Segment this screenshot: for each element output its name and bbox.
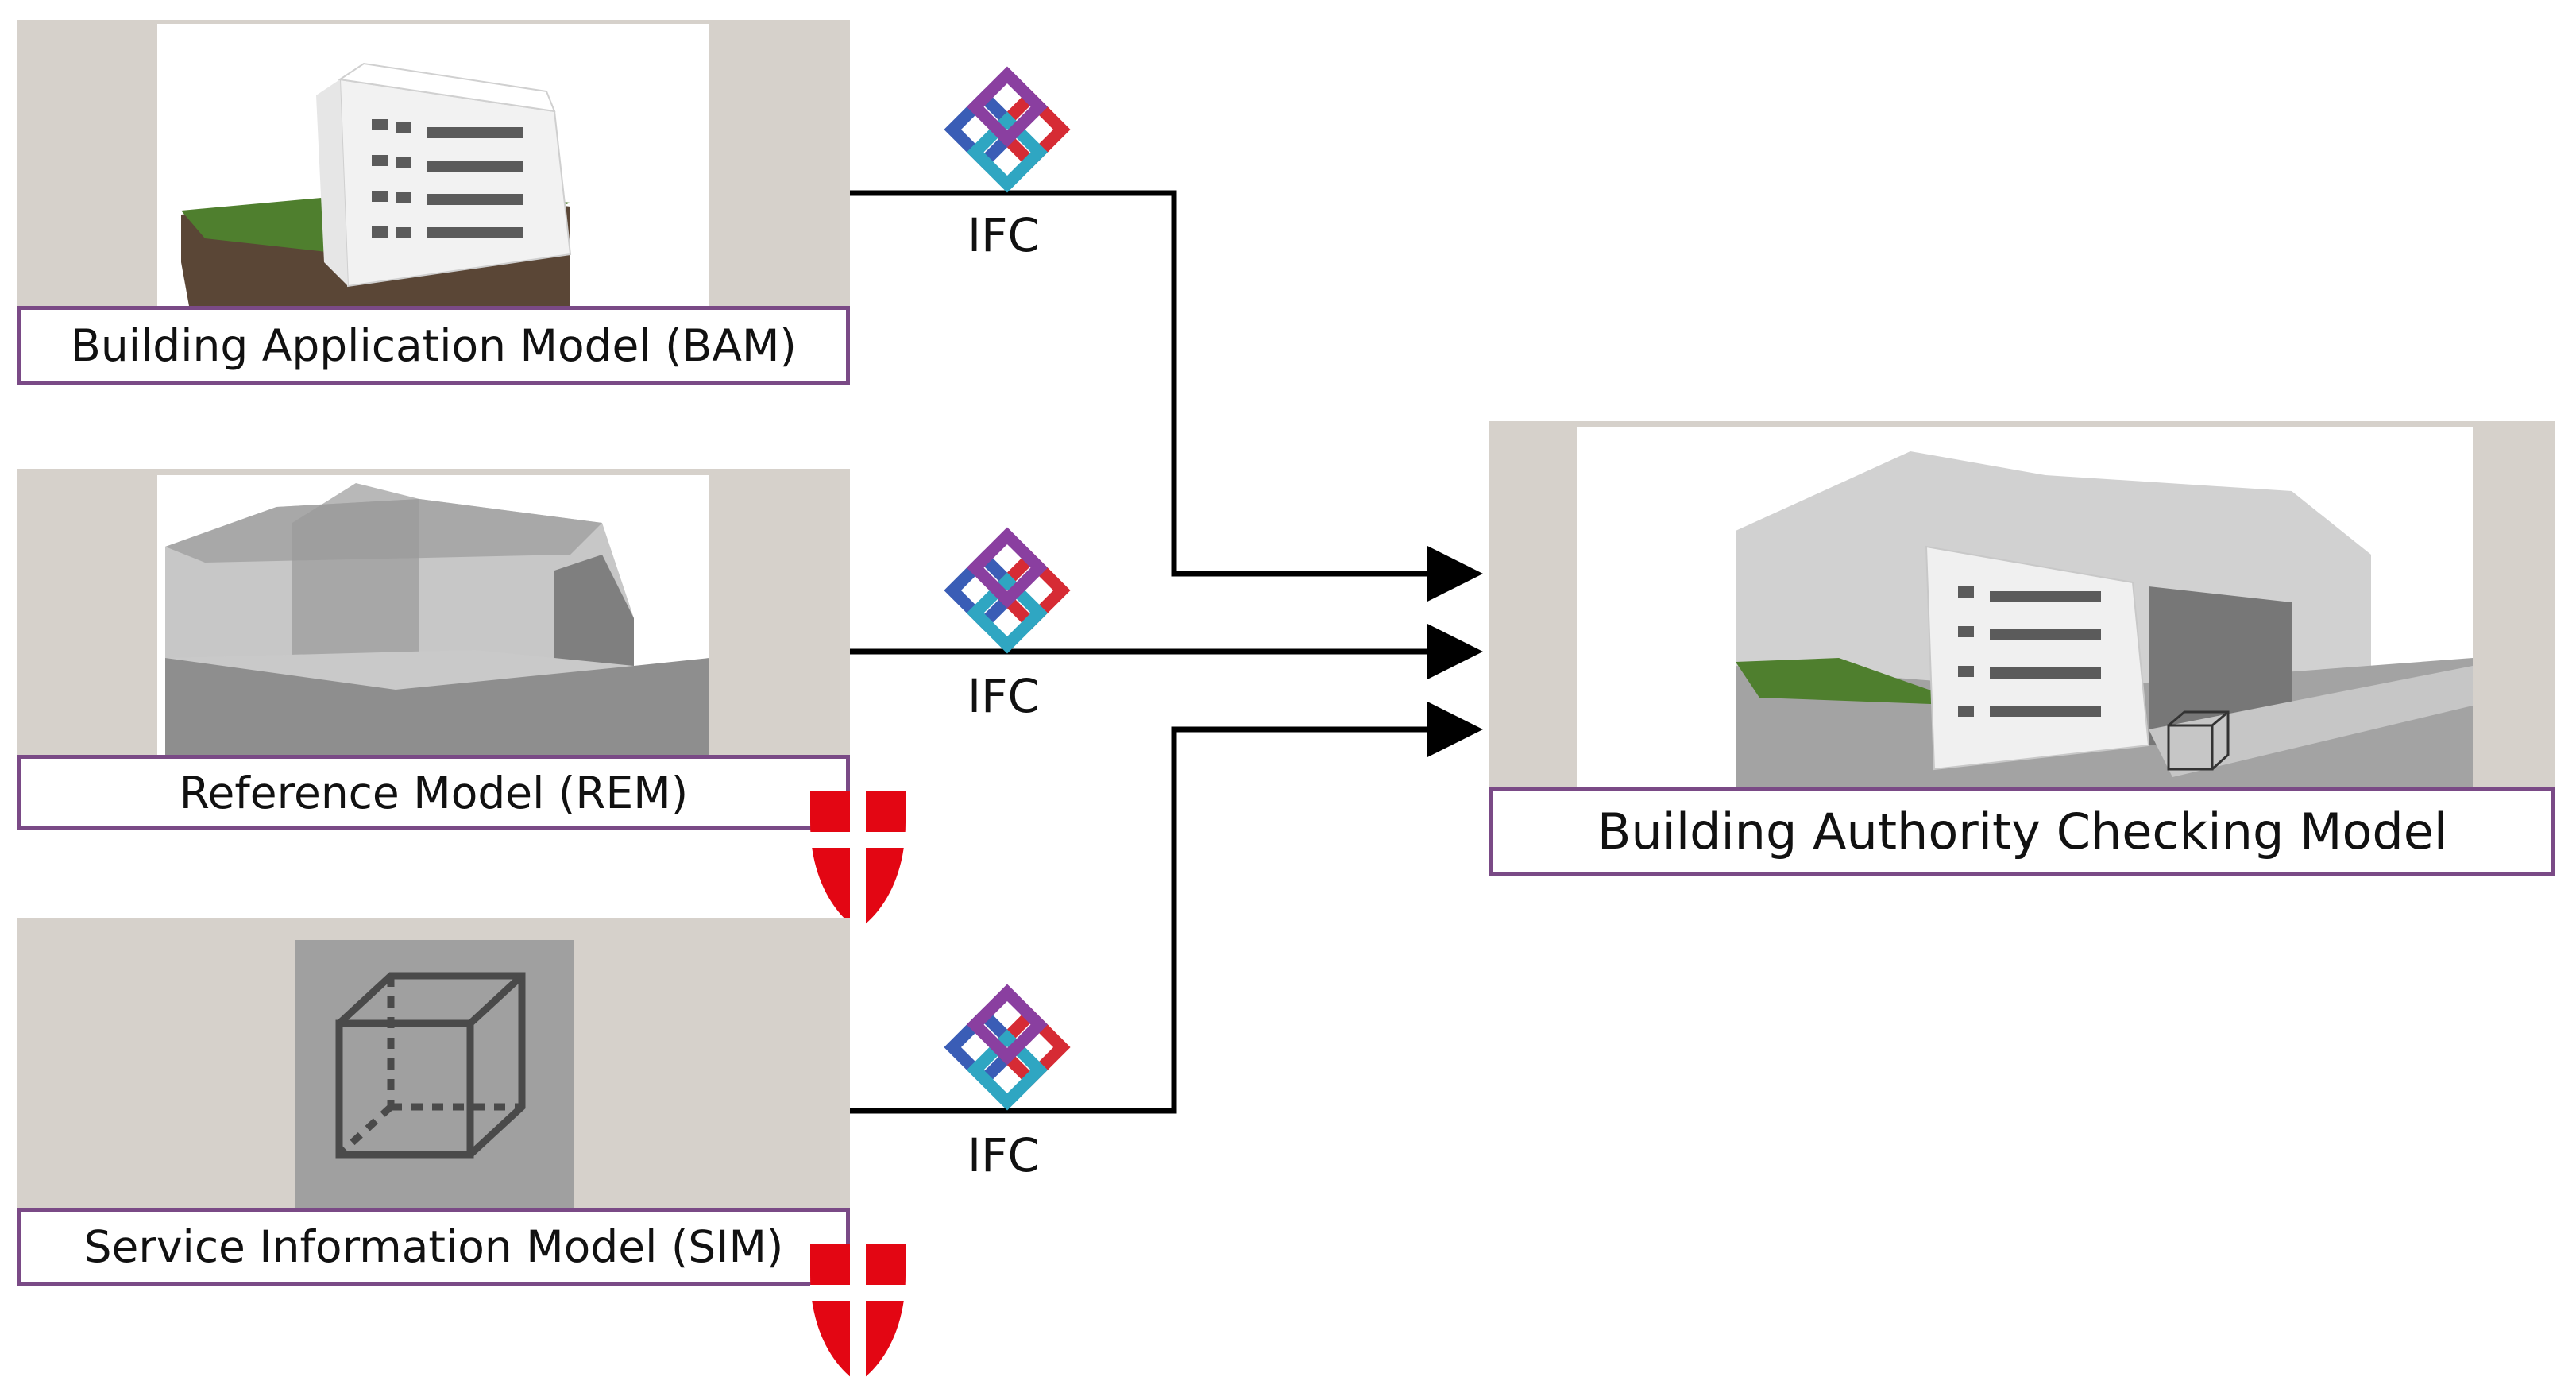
ifc-logo-icon (952, 75, 1062, 184)
rem-label: Reference Model (REM) (17, 755, 850, 830)
ifc-label-sim: IFC (967, 1128, 1040, 1182)
bacm-label: Building Authority Checking Model (1489, 787, 2555, 876)
bam-label: Building Application Model (BAM) (17, 306, 850, 385)
arrow-bam-to-bacm (850, 190, 1483, 602)
ifc-logo-icon (952, 992, 1062, 1102)
bam-building-image (157, 24, 709, 306)
arrow-sim-to-bacm (850, 702, 1483, 1114)
cube-icon (335, 972, 526, 1159)
small-cube-icon (2167, 710, 2230, 771)
sim-placeholder-image (295, 940, 574, 1208)
ifc-logo-icon (952, 536, 1062, 645)
bacm-combined-model-image (1577, 427, 2473, 787)
ifc-label-rem: IFC (967, 669, 1040, 723)
ifc-label-bam: IFC (967, 208, 1040, 262)
sim-label: Service Information Model (SIM) (17, 1208, 850, 1286)
rem-transparent-volume-image (157, 475, 709, 755)
